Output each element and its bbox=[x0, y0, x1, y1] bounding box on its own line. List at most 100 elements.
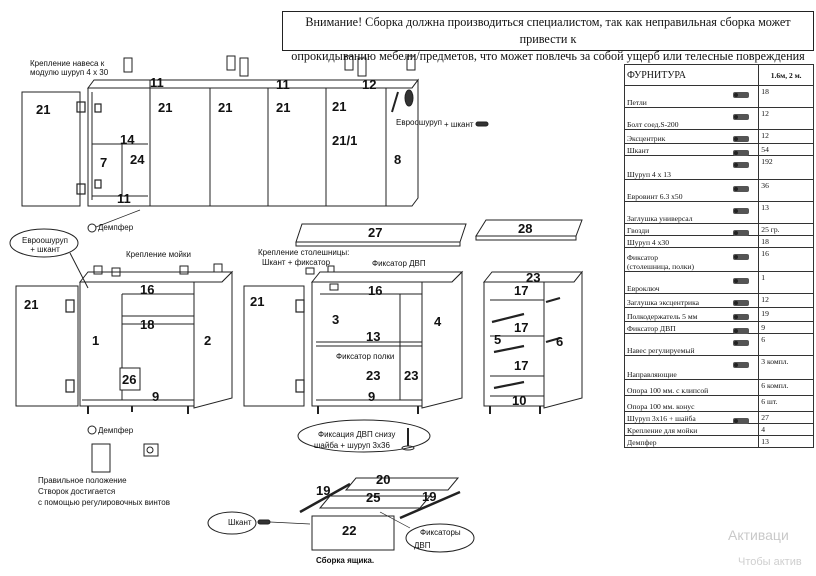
hardware-row: Евровинт 6.3 х50 36 bbox=[623, 179, 814, 202]
hardware-row-qty: 18 bbox=[758, 85, 814, 108]
damper-lower-label: Демпфер bbox=[98, 426, 134, 435]
part-mid-door: 21 bbox=[250, 294, 265, 309]
part-sink-bottom: 9 bbox=[152, 389, 160, 404]
part-upper-top-c: 12 bbox=[362, 77, 377, 92]
nails-icon bbox=[730, 226, 752, 242]
hardware-row-name: Демпфер bbox=[623, 435, 760, 448]
hardware-row-name: Крепление для мойки bbox=[623, 423, 760, 436]
worktops-drawing bbox=[295, 219, 583, 247]
hardware-row-qty: 12 bbox=[758, 107, 814, 130]
activation-watermark: Активаци bbox=[728, 527, 789, 543]
hardware-row-qty: 3 компл. bbox=[758, 355, 814, 380]
part-mid-shelf: 13 bbox=[366, 329, 381, 344]
hardware-header-qty: 1.6м, 2 м. bbox=[758, 64, 814, 86]
upper-mount-label: Крепление навеса к модулю шуруп 4 х 30 bbox=[30, 59, 109, 77]
part-drw-back: 23 bbox=[526, 270, 541, 285]
hardware-row-name: Направляющие bbox=[623, 355, 760, 380]
hardware-row-qty: 6 bbox=[758, 333, 814, 356]
warning-line-1: Внимание! Сборка должна производиться сп… bbox=[305, 15, 791, 46]
part-sink-shelf: 18 bbox=[140, 317, 155, 332]
part-upper-left-door: 21 bbox=[36, 102, 51, 117]
hexkey-icon bbox=[730, 274, 752, 290]
hardware-row-qty: 1 bbox=[758, 271, 814, 294]
hardware-row-name: Фиксатор (столешница, полки) bbox=[623, 247, 760, 272]
hardware-row-label: Евровинт 6.3 х50 bbox=[627, 192, 683, 201]
hardware-row: Направляющие 3 компл. bbox=[623, 355, 814, 380]
hardware-row-name: Опора 100 мм. конус bbox=[623, 395, 760, 412]
hardware-row-label: Шкант bbox=[627, 146, 649, 155]
part-upper-door-5: 21/1 bbox=[332, 133, 358, 148]
warning-line-2: опрокидыванию мебели/предметов, что може… bbox=[291, 49, 805, 63]
euroscrew-callout-label: Евроошуруп + шкант bbox=[22, 236, 68, 254]
hardware-row: Крепление для мойки 4 bbox=[623, 423, 814, 436]
part-drw-bottom: 10 bbox=[512, 393, 527, 408]
hardware-row-qty: 12 bbox=[758, 129, 814, 144]
part-mid-back-a: 23 bbox=[366, 368, 381, 383]
part-upper-door-4: 21 bbox=[332, 99, 347, 114]
hardware-row-qty: 36 bbox=[758, 179, 814, 202]
hardware-row: Фиксатор (столешница, полки)16 bbox=[623, 247, 814, 272]
hardware-row-label: Полкодержатель 5 мм bbox=[627, 312, 698, 321]
part-mid-right: 4 bbox=[434, 314, 442, 329]
worktop-mount-sub-label: Шкант + фиксатор bbox=[262, 258, 331, 267]
hardware-row-label: Фиксатор ДВП bbox=[627, 324, 676, 333]
hardware-header-name: ФУРНИТУРА bbox=[623, 64, 760, 86]
dowel-right-label: + шкант bbox=[444, 120, 474, 129]
hardware-row-label: Демпфер bbox=[627, 438, 657, 447]
part-box-side-r: 19 bbox=[422, 489, 437, 504]
part-drw-top: 17 bbox=[514, 283, 529, 298]
hardware-row-qty: 6 шт. bbox=[758, 395, 814, 412]
hardware-row-qty: 4 bbox=[758, 423, 814, 436]
hardware-row-qty: 12 bbox=[758, 293, 814, 308]
shelf-pin-icon bbox=[730, 310, 752, 326]
hardware-row-label: Направляющие bbox=[627, 370, 677, 379]
part-upper-door-2: 21 bbox=[218, 100, 233, 115]
part-mid-top: 16 bbox=[368, 283, 383, 298]
part-mid-bottom: 9 bbox=[368, 389, 376, 404]
hardware-row-qty: 13 bbox=[758, 435, 814, 448]
part-upper-door-1: 21 bbox=[158, 100, 173, 115]
part-sink-right: 2 bbox=[204, 333, 212, 348]
hardware-row-name: Шуруп 4 х 13 bbox=[623, 155, 760, 180]
part-drw-mid1: 17 bbox=[514, 320, 529, 335]
detail-drawings bbox=[91, 419, 475, 553]
hardware-row-label: Гвозди bbox=[627, 226, 650, 235]
hardware-row-label: Эксцентрик bbox=[627, 134, 666, 143]
eccentric-icon bbox=[730, 132, 752, 148]
hardware-row-name: Фиксатор ДВП bbox=[623, 321, 760, 334]
hardware-row-qty: 9 bbox=[758, 321, 814, 334]
part-box-back: 20 bbox=[376, 472, 391, 487]
middle-cabinet-drawing bbox=[243, 265, 464, 414]
drawer-fixers-label-2: ДВП bbox=[414, 541, 431, 550]
cap-icon bbox=[730, 204, 752, 220]
shelf-fixer-label: Фиксатор полки bbox=[336, 352, 395, 361]
dowel-icon bbox=[730, 146, 752, 162]
dowel-drawer-label: Шкант bbox=[228, 518, 252, 527]
hardware-row-name: Шкант bbox=[623, 143, 760, 156]
hardware-row: Демпфер 13 bbox=[623, 435, 814, 448]
hardware-row-label: Петли bbox=[627, 98, 647, 107]
hardware-row-label: Заглушка универсал bbox=[627, 214, 693, 223]
dvp-bottom-label-1: Фиксация ДВП снизу bbox=[318, 430, 396, 439]
hardware-row-qty: 16 bbox=[758, 247, 814, 272]
part-drw-left: 5 bbox=[494, 332, 502, 347]
activation-watermark-sub: Чтобы актив bbox=[738, 556, 802, 568]
hardware-row-label: Опора 100 мм. с клипсой bbox=[627, 386, 709, 395]
part-box-bottom: 25 bbox=[366, 490, 381, 505]
part-mid-left: 3 bbox=[332, 312, 340, 327]
part-sink-top: 16 bbox=[140, 282, 155, 297]
hardware-row-label: Крепление для мойки bbox=[627, 426, 698, 435]
hardware-row-name: Болт соед.S-200 bbox=[623, 107, 760, 130]
part-sink-door: 21 bbox=[24, 297, 39, 312]
hardware-row-name: Заглушка эксцентрика bbox=[623, 293, 760, 308]
part-upper-left-side: 7 bbox=[100, 155, 108, 170]
